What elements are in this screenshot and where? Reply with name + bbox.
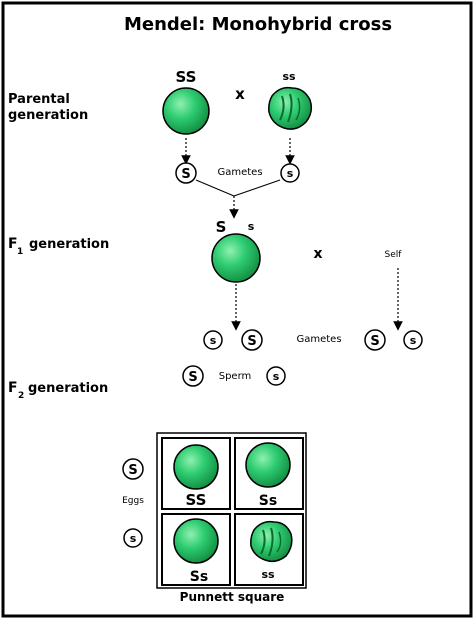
- parental-label-line1: Parental: [8, 92, 70, 107]
- cell-genotype: ss: [261, 568, 275, 581]
- f1-cross-symbol: x: [313, 246, 322, 262]
- f2-row-label: F 2 generation: [8, 380, 108, 401]
- round-pea-icon: [162, 87, 210, 135]
- svg-text:s: s: [410, 334, 417, 347]
- f1-genotype-s: s: [248, 220, 255, 233]
- svg-text:s: s: [273, 370, 280, 383]
- svg-text:F: F: [8, 380, 18, 396]
- svg-text:2: 2: [18, 391, 24, 401]
- svg-text:S: S: [128, 463, 137, 478]
- f1-gametes-label: Gametes: [296, 334, 341, 345]
- converge-line-right: [233, 179, 281, 197]
- punnett-cell-SS: SS: [161, 437, 231, 510]
- svg-text:s: s: [210, 334, 217, 347]
- f1-genotype-S: S: [216, 218, 227, 236]
- f1-gamete-s-right: s: [403, 330, 423, 350]
- round-pea-icon: [173, 518, 219, 564]
- svg-text:1: 1: [17, 247, 23, 257]
- svg-text:s: s: [130, 532, 137, 545]
- eggs-label: Eggs: [122, 496, 144, 506]
- parent-left-genotype: SS: [176, 68, 197, 86]
- sperm-S: S: [182, 365, 204, 387]
- svg-text:s: s: [287, 167, 294, 180]
- cell-genotype: SS: [186, 491, 207, 509]
- cell-genotype: Ss: [259, 493, 277, 509]
- svg-text:S: S: [247, 334, 256, 349]
- f1-gamete-s-left: s: [203, 330, 223, 350]
- gamete-s-parental: s: [280, 163, 300, 183]
- svg-text:F: F: [8, 236, 18, 252]
- punnett-cell-Ss-top: Ss: [234, 437, 304, 510]
- gamete-S-parental: S: [175, 162, 197, 184]
- svg-text:generation: generation: [28, 381, 108, 396]
- sperm-s: s: [266, 366, 286, 386]
- diagram-title: Mendel: Monohybrid cross: [124, 14, 392, 35]
- punnett-cell-ss: ss: [234, 513, 304, 586]
- wrinkled-pea-icon: [250, 520, 293, 563]
- parent-right-genotype: ss: [282, 70, 296, 83]
- f1-gamete-S-right: S: [364, 329, 386, 351]
- svg-text:S: S: [370, 334, 379, 349]
- parent-cross-symbol: x: [235, 85, 245, 103]
- self-label: Self: [385, 250, 403, 260]
- converge-line-left: [195, 179, 235, 197]
- svg-text:S: S: [188, 370, 197, 385]
- sperm-label: Sperm: [219, 371, 252, 382]
- f1-row-label: F 1 generation: [8, 236, 109, 257]
- parental-label-line2: generation: [8, 108, 88, 123]
- f1-round-pea-icon: [211, 233, 261, 283]
- punnett-cell-Ss-bottom: Ss: [161, 513, 231, 586]
- egg-S: S: [122, 458, 144, 480]
- f1-gamete-S-left: S: [241, 329, 263, 351]
- round-pea-icon: [173, 444, 219, 490]
- wrinkled-pea-icon: [268, 86, 313, 130]
- round-pea-icon: [245, 442, 291, 488]
- egg-s: s: [123, 528, 143, 548]
- cell-genotype: Ss: [190, 569, 208, 585]
- punnett-caption: Punnett square: [180, 590, 285, 604]
- svg-text:generation: generation: [29, 237, 109, 252]
- punnett-square: SS Ss Ss ss: [156, 432, 307, 589]
- svg-text:S: S: [181, 167, 190, 182]
- parental-gametes-label: Gametes: [217, 167, 262, 178]
